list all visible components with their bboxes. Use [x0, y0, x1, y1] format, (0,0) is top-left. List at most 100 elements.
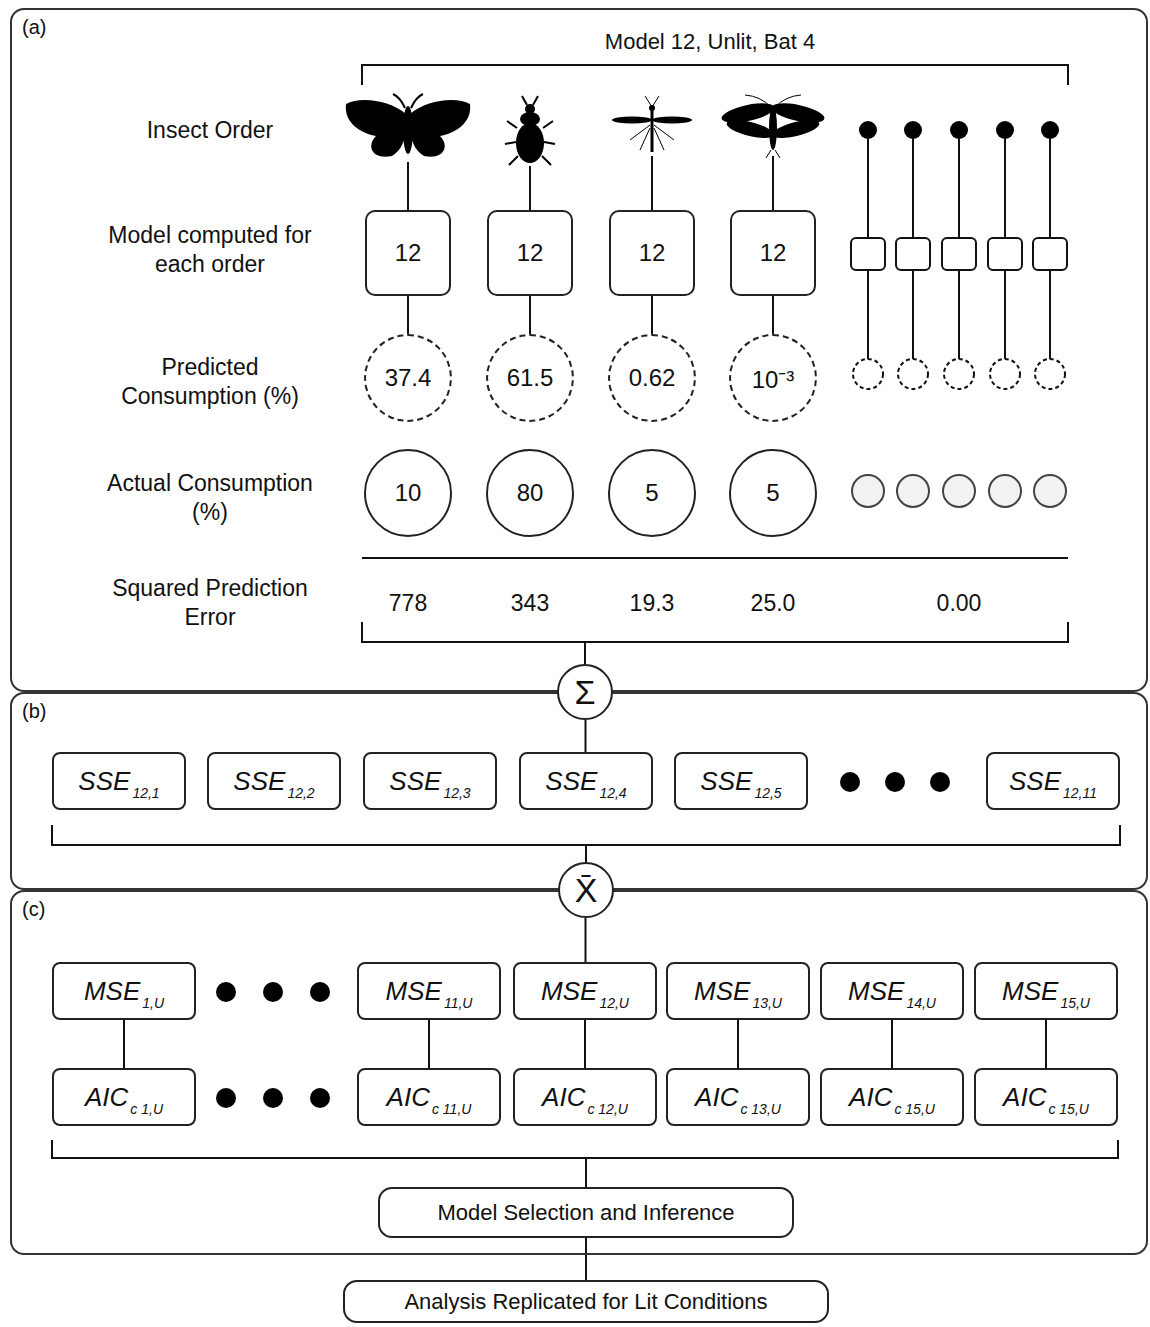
order-dot [950, 121, 968, 139]
ellipsis-dot [216, 1088, 236, 1108]
subscript-text: c 12,U [587, 1101, 627, 1117]
subscript-text: 11,U [444, 995, 473, 1011]
subscript-text: 1,U [142, 995, 164, 1011]
order-dot [1041, 121, 1059, 139]
process-box: Model Selection and Inference [378, 1187, 794, 1238]
subscript-text: 14,U [906, 995, 936, 1011]
panel-heading: Model 12, Unlit, Bat 4 [460, 28, 960, 56]
moth-icon [346, 94, 470, 157]
connector-line [585, 720, 587, 752]
operator-circle: X̄ [558, 862, 614, 918]
node-text: MSE [84, 976, 140, 1006]
small-actual-circle [943, 475, 975, 507]
text-wrap: 12 [517, 239, 544, 267]
subscript-text: 12,U [599, 995, 629, 1011]
mosquito-legs [630, 96, 674, 150]
connector-line [891, 1020, 893, 1068]
metric-box: MSE15,U [974, 962, 1118, 1020]
error-value: 19.3 [602, 589, 702, 618]
metric-box: SSE12,1 [52, 752, 186, 810]
small-model-box [942, 238, 976, 270]
node-text: 10 [395, 479, 422, 506]
moth-wing [346, 100, 406, 157]
subscript-text: c 11,U [432, 1101, 471, 1117]
row-label: Insect Order [100, 116, 320, 145]
text-wrap: Analysis Replicated for Lit Conditions [404, 1289, 767, 1315]
metric-box: AICc 15,U [974, 1068, 1118, 1126]
small-predicted-circle [990, 359, 1020, 389]
node-text: SSE [700, 766, 752, 796]
text-wrap: MSE15,U [1002, 976, 1090, 1007]
lacewing-wing [725, 116, 775, 141]
subscript-text: 12,3 [443, 785, 470, 801]
beetle-body [516, 123, 544, 163]
connector-line [584, 1020, 586, 1068]
text-wrap: SSE12,1 [78, 766, 159, 797]
model-box: 12 [730, 210, 816, 296]
node-text: SSE [78, 766, 130, 796]
node-text: Model Selection and Inference [437, 1200, 734, 1225]
metric-box: MSE12,U [513, 962, 657, 1020]
small-model-box [988, 238, 1022, 270]
node-text: 12 [760, 239, 787, 266]
text-wrap: Model Selection and Inference [437, 1200, 734, 1226]
ellipsis-dot [310, 1088, 330, 1108]
order-dot [904, 121, 922, 139]
metric-box: MSE1,U [52, 962, 196, 1020]
node-text: 80 [517, 479, 544, 506]
node-text: Analysis Replicated for Lit Conditions [404, 1289, 767, 1314]
mosquito-body [651, 110, 654, 152]
subscript-text: c 13,U [740, 1101, 780, 1117]
node-text: SSE [233, 766, 285, 796]
order-dot [996, 121, 1014, 139]
row-label: Squared Prediction Error [100, 574, 320, 632]
node-text: AIC [85, 1082, 128, 1112]
node-text: 5 [766, 479, 779, 506]
node-text: X̄ [575, 871, 598, 909]
metric-box: AICc 12,U [513, 1068, 657, 1126]
small-predicted-circle [1035, 359, 1065, 389]
subscript-text: c 15,U [894, 1101, 934, 1117]
selection-bracket [52, 1140, 1118, 1187]
subscript-text: 12,2 [287, 785, 314, 801]
small-actual-circle [852, 475, 884, 507]
metric-box: SSE12,2 [207, 752, 341, 810]
connector-line [428, 1020, 430, 1068]
node-text: SSE [545, 766, 597, 796]
text-wrap: SSE12,2 [233, 766, 314, 797]
text-wrap: 12 [395, 239, 422, 267]
small-predicted-circle [944, 359, 974, 389]
node-text: (b) [22, 700, 46, 722]
actual-circle: 5 [729, 449, 817, 537]
small-actual-circle [897, 475, 929, 507]
mean-bracket [52, 825, 1120, 862]
node-text: SSE [389, 766, 441, 796]
metric-box: MSE14,U [820, 962, 964, 1020]
brackets [52, 65, 1120, 1187]
connector-line [529, 296, 531, 334]
text-wrap: (c) [22, 898, 45, 921]
node-text: AIC [695, 1082, 738, 1112]
node-text: 10⁻³ [752, 366, 795, 393]
ellipsis-dot [216, 982, 236, 1002]
mosquito-icon [612, 96, 692, 152]
model-box: 12 [365, 210, 451, 296]
node-text: MSE [1002, 976, 1058, 1006]
connector-line [772, 296, 774, 334]
node-text: MSE [848, 976, 904, 1006]
text-wrap: 5 [645, 479, 658, 507]
moth-wing [410, 100, 470, 157]
row-label: Predicted Consumption (%) [100, 353, 320, 411]
small-model-box [1033, 238, 1067, 270]
predicted-circle: 61.5 [486, 334, 574, 422]
node-text: 5 [645, 479, 658, 506]
ellipsis-dot [840, 772, 860, 792]
node-text: AIC [542, 1082, 585, 1112]
connector-line [1045, 1020, 1047, 1068]
subscript-text: c 15,U [1048, 1101, 1088, 1117]
text-wrap: 37.4 [385, 364, 432, 392]
text-wrap: MSE13,U [694, 976, 782, 1007]
error-value: 25.0 [723, 589, 823, 618]
small-predicted-circle [853, 359, 883, 389]
